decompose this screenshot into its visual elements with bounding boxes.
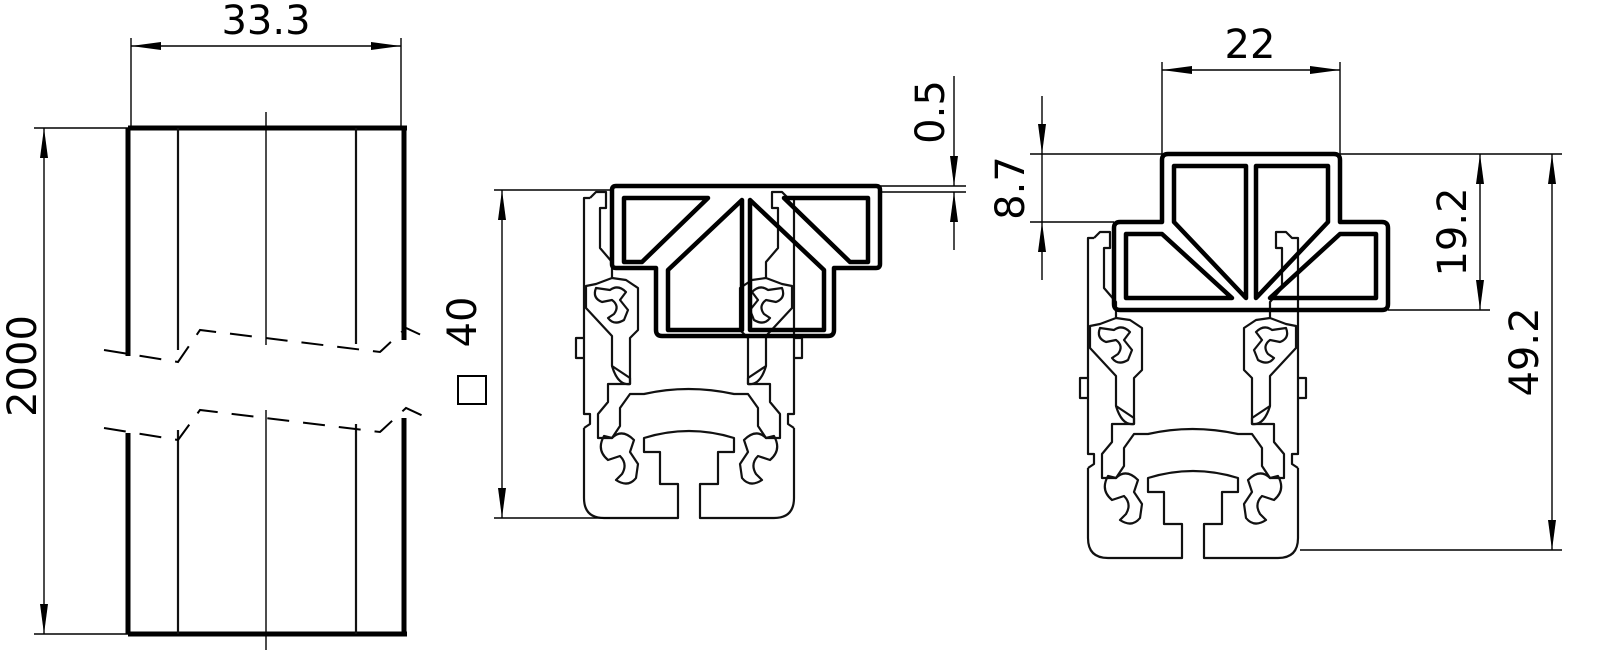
side-view: 33.3 2000 xyxy=(0,0,433,650)
dim-label-total-height: 49.2 xyxy=(1502,307,1548,396)
arrow-head xyxy=(40,604,48,634)
dim-label-side-width: 33.3 xyxy=(221,0,310,44)
break-line-upper xyxy=(103,326,433,364)
arrow-head xyxy=(1038,124,1046,154)
insert-chamber xyxy=(781,195,871,265)
arrow-head xyxy=(131,42,161,50)
arrow-head xyxy=(1310,66,1340,74)
cover-insert-outline xyxy=(609,183,883,339)
arrow-head xyxy=(1038,222,1046,252)
cross-section-cover: 22 8.7 19.2 49.2 xyxy=(988,22,1562,560)
insert-chamber xyxy=(1123,231,1235,301)
dim-label-gap: 0.5 xyxy=(908,80,954,144)
arrow-head xyxy=(1548,154,1556,184)
dim-label-square: 40 xyxy=(440,297,486,348)
arrow-head xyxy=(40,128,48,158)
arrow-head xyxy=(1162,66,1192,74)
dim-label-step: 8.7 xyxy=(988,156,1034,220)
insert-chamber xyxy=(1171,163,1249,301)
arrow-head xyxy=(1548,520,1556,550)
dim-label-side-length: 2000 xyxy=(0,315,46,417)
insert-chamber xyxy=(1267,231,1379,301)
arrow-head xyxy=(498,488,506,518)
insert-chamber xyxy=(1253,163,1331,301)
arrow-head xyxy=(1476,154,1484,184)
arrow-head xyxy=(950,156,958,186)
arrow-head xyxy=(1476,280,1484,310)
insert-chamber xyxy=(665,197,745,333)
arrow-head xyxy=(371,42,401,50)
insert-chamber xyxy=(747,197,827,333)
cross-section-installed: 40 0.5 xyxy=(440,76,966,520)
arrow-head xyxy=(950,192,958,222)
dim-label-insert-height: 19.2 xyxy=(1430,187,1476,276)
insert-chamber xyxy=(621,195,711,265)
break-line-lower xyxy=(103,406,433,442)
arrow-head xyxy=(498,190,506,220)
cover-insert-outline xyxy=(1111,151,1391,313)
dim-label-cover-width: 22 xyxy=(1225,22,1276,68)
square-symbol-icon xyxy=(457,375,487,405)
